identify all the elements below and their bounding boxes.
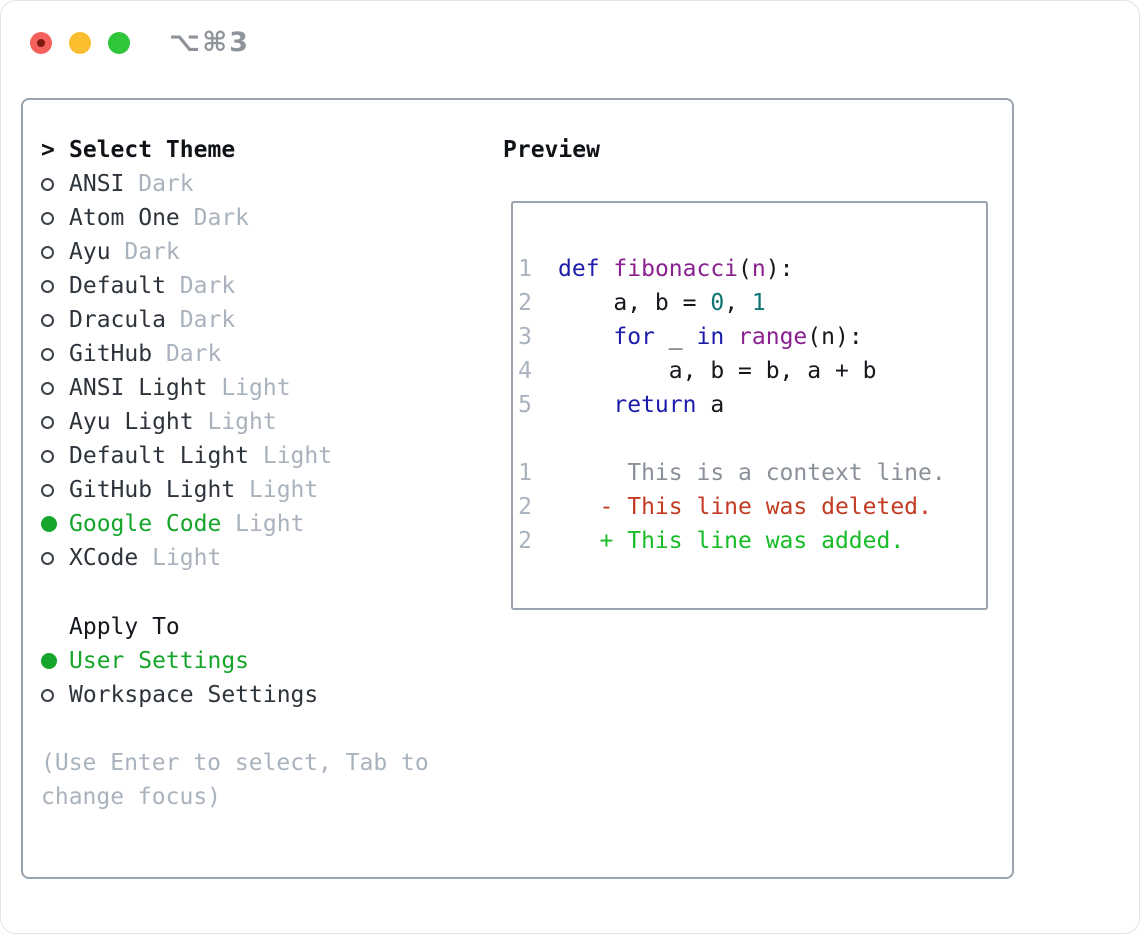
theme-name: XCode xyxy=(69,545,139,571)
theme-list-title: Select Theme xyxy=(69,137,236,163)
radio-icon xyxy=(41,483,54,497)
radio-selected-icon xyxy=(41,516,57,532)
theme-name: Atom One xyxy=(69,205,180,231)
line-number: 2 xyxy=(518,494,532,520)
line-content: def fibonacci(n): xyxy=(558,256,794,282)
radio-icon xyxy=(41,688,54,702)
theme-list-item[interactable]: Default Light Light xyxy=(41,439,332,473)
radio-icon xyxy=(41,177,54,191)
prompt-icon: > xyxy=(41,137,55,163)
apply-to-option[interactable]: User Settings xyxy=(41,644,318,678)
radio-selected-icon xyxy=(41,653,57,669)
theme-list-item[interactable]: XCode Light xyxy=(41,541,332,575)
theme-variant: Dark xyxy=(124,171,194,197)
window-hotkey-label: ⌥⌘3 xyxy=(169,27,250,58)
line-number: 1 xyxy=(518,460,532,486)
keyboard-hint-text: (Use Enter to select, Tab to change focu… xyxy=(41,750,429,810)
line-number: 5 xyxy=(518,392,532,418)
theme-variant: Dark xyxy=(179,205,250,231)
line-content: - This line was deleted. xyxy=(558,494,932,520)
radio-icon xyxy=(41,313,54,327)
line-content: a, b = b, a + b xyxy=(558,358,877,384)
theme-list-item[interactable]: Google Code Light xyxy=(41,507,332,541)
radio-icon xyxy=(41,279,54,293)
radio-icon xyxy=(41,347,54,361)
zoom-window-button[interactable] xyxy=(108,31,130,54)
theme-list-item[interactable]: Default Dark xyxy=(41,269,332,303)
preview-line: 2 - This line was deleted. xyxy=(518,490,986,524)
apply-to-title: Apply To xyxy=(69,614,180,640)
theme-variant: Dark xyxy=(165,273,236,299)
line-content: a, b = 0, 1 xyxy=(558,290,766,316)
line-content: for _ in range(n): xyxy=(613,324,863,350)
preview-line: 2 a, b = 0, 1 xyxy=(518,286,986,320)
preview-line: 1 This is a context line. xyxy=(518,456,986,490)
apply-to-option-label: User Settings xyxy=(69,648,250,674)
apply-to-option[interactable]: Workspace Settings xyxy=(41,678,318,712)
theme-list-item[interactable]: ANSI Dark xyxy=(41,167,332,201)
theme-name: GitHub Light xyxy=(69,477,236,503)
radio-icon xyxy=(41,449,54,463)
preview-line xyxy=(518,422,986,456)
radio-icon xyxy=(41,211,54,225)
theme-variant: Light xyxy=(221,511,305,537)
line-content: This is a context line. xyxy=(558,460,946,486)
line-content: + This line was added. xyxy=(558,528,905,554)
theme-variant: Light xyxy=(207,375,291,401)
theme-variant: Dark xyxy=(165,307,236,333)
line-number: 2 xyxy=(518,528,532,554)
theme-variant: Light xyxy=(249,443,333,469)
close-window-button[interactable] xyxy=(30,31,52,54)
radio-icon xyxy=(41,381,54,395)
line-number: 4 xyxy=(518,358,532,384)
theme-list-item[interactable]: GitHub Dark xyxy=(41,337,332,371)
theme-list-header: > Select Theme xyxy=(41,133,332,167)
theme-list-item[interactable]: Atom One Dark xyxy=(41,201,332,235)
radio-icon xyxy=(41,415,54,429)
theme-variant: Light xyxy=(138,545,222,571)
theme-variant: Light xyxy=(235,477,319,503)
preview-line: 3 for _ in range(n): xyxy=(518,320,986,354)
line-number: 3 xyxy=(518,324,532,350)
line-content: return a xyxy=(613,392,725,418)
theme-name: Ayu xyxy=(69,239,111,265)
preview-line: 2 + This line was added. xyxy=(518,524,986,558)
theme-name: ANSI xyxy=(69,171,125,197)
preview-line: 5 return a xyxy=(518,388,986,422)
radio-icon xyxy=(41,245,54,259)
apply-to-header: Apply To xyxy=(41,610,318,644)
theme-name: ANSI Light xyxy=(69,375,208,401)
radio-icon xyxy=(41,551,54,565)
preview-line: 1 def fibonacci(n): xyxy=(518,252,986,286)
line-number: 2 xyxy=(518,290,532,316)
minimize-window-button[interactable] xyxy=(69,31,91,54)
theme-name: GitHub xyxy=(69,341,153,367)
theme-list-item[interactable]: Ayu Dark xyxy=(41,235,332,269)
preview-line: 4 a, b = b, a + b xyxy=(518,354,986,388)
theme-variant: Dark xyxy=(152,341,222,367)
theme-name: Google Code xyxy=(69,511,222,537)
titlebar: ⌥⌘3 xyxy=(30,27,250,58)
apply-to-option-label: Workspace Settings xyxy=(69,682,319,708)
theme-variant: Light xyxy=(193,409,277,435)
preview-title: Preview xyxy=(503,137,600,163)
theme-list-item[interactable]: ANSI Light Light xyxy=(41,371,332,405)
theme-name: Default xyxy=(69,273,166,299)
theme-name: Ayu Light xyxy=(69,409,194,435)
theme-name: Dracula xyxy=(69,307,166,333)
theme-list-item[interactable]: Dracula Dark xyxy=(41,303,332,337)
theme-name: Default Light xyxy=(69,443,250,469)
theme-variant: Dark xyxy=(110,239,180,265)
theme-list-item[interactable]: GitHub Light Light xyxy=(41,473,332,507)
line-number: 1 xyxy=(518,256,532,282)
theme-list-item[interactable]: Ayu Light Light xyxy=(41,405,332,439)
